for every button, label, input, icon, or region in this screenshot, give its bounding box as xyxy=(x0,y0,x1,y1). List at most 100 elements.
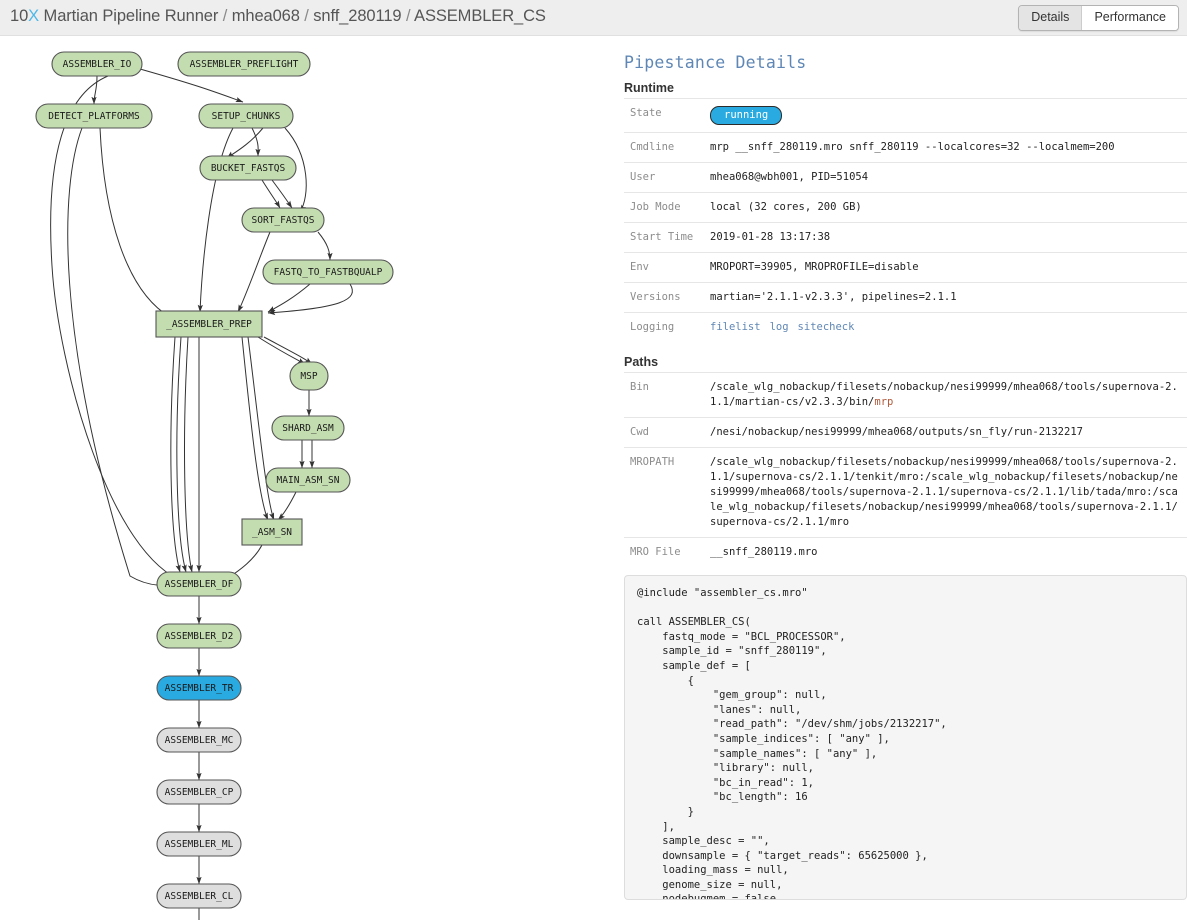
top-bar: 10X Martian Pipeline Runner / mhea068 / … xyxy=(0,0,1187,36)
graph-node-assembler_df[interactable]: ASSEMBLER_DF xyxy=(156,571,242,597)
brand-x: X xyxy=(28,7,40,25)
runtime-row-key: State xyxy=(630,107,662,119)
path-row-value: __snff_280119.mro xyxy=(710,546,818,558)
paths-table: Bin/scale_wlg_nobackup/filesets/nobackup… xyxy=(624,372,1187,567)
graph-edge xyxy=(271,179,293,209)
graph-node-shape[interactable] xyxy=(262,259,394,285)
graph-edge xyxy=(267,283,353,316)
graph-node-assembler_prep[interactable]: _ASSEMBLER_PREP xyxy=(155,310,263,338)
path-row-value: /scale_wlg_nobackup/filesets/nobackup/ne… xyxy=(710,456,1178,528)
graph-edge xyxy=(247,336,275,521)
breadcrumb-pipeline[interactable]: ASSEMBLER_CS xyxy=(414,7,546,25)
path-row-key: Bin xyxy=(630,381,649,393)
graph-edge xyxy=(267,283,311,313)
graph-node-assembler_cl[interactable]: ASSEMBLER_CL xyxy=(156,883,242,909)
graph-edge-layer xyxy=(50,68,353,920)
graph-node-assembler_mc[interactable]: ASSEMBLER_MC xyxy=(156,727,242,753)
graph-node-shape[interactable] xyxy=(156,623,242,649)
path-row-key: MROPATH xyxy=(630,456,675,468)
graph-node-shape[interactable] xyxy=(241,518,303,546)
runtime-row-key: User xyxy=(630,171,656,183)
graph-node-shape[interactable] xyxy=(199,155,297,181)
graph-edge xyxy=(263,336,313,365)
breadcrumb-user[interactable]: mhea068 xyxy=(231,7,300,25)
graph-node-shape[interactable] xyxy=(51,51,143,77)
graph-node-shape[interactable] xyxy=(289,361,329,391)
graph-node-shape[interactable] xyxy=(156,831,242,857)
graph-node-main_asm_sn[interactable]: MAIN_ASM_SN xyxy=(265,467,351,493)
graph-node-assembler_io[interactable]: ASSEMBLER_IO xyxy=(51,51,143,77)
runtime-row-value: MROPORT=39905, MROPROFILE=disable xyxy=(710,261,919,273)
graph-node-shape[interactable] xyxy=(156,883,242,909)
graph-node-shape[interactable] xyxy=(198,103,294,129)
graph-node-shape[interactable] xyxy=(156,727,242,753)
graph-node-assembler_preflight[interactable]: ASSEMBLER_PREFLIGHT xyxy=(177,51,311,77)
brand-product-name: Martian Pipeline Runner xyxy=(39,7,219,25)
graph-node-shape[interactable] xyxy=(265,467,351,493)
tab-details[interactable]: Details xyxy=(1019,6,1083,30)
runtime-row-value: local (32 cores, 200 GB) xyxy=(710,201,862,213)
graph-node-setup_chunks[interactable]: SETUP_CHUNKS xyxy=(198,103,294,129)
breadcrumb-sample[interactable]: snff_280119 xyxy=(313,7,402,25)
runtime-row: Cmdline mrp __snff_280119.mro snff_280119… xyxy=(624,132,1187,163)
pipeline-graph-svg[interactable]: ASSEMBLER_IO ASSEMBLER_PREFLIGHT DETECT_PL… xyxy=(0,36,612,920)
app-title-breadcrumb: 10X Martian Pipeline Runner / mhea068 / … xyxy=(10,7,546,26)
graph-node-msp[interactable]: MSP xyxy=(289,361,329,391)
paths-section-heading: Paths xyxy=(624,355,659,369)
graph-node-layer[interactable]: ASSEMBLER_IO ASSEMBLER_PREFLIGHT DETECT_PL… xyxy=(35,51,394,909)
graph-node-sort_fastqs[interactable]: SORT_FASTQS xyxy=(241,207,325,233)
logging-link-log[interactable]: log xyxy=(769,321,789,333)
path-highlight: mrp xyxy=(874,396,894,408)
graph-node-assembler_tr[interactable]: ASSEMBLER_TR xyxy=(156,675,242,701)
graph-node-assembler_cp[interactable]: ASSEMBLER_CP xyxy=(156,779,242,805)
graph-edge xyxy=(317,231,333,261)
graph-node-shard_asm[interactable]: SHARD_ASM xyxy=(271,415,345,441)
graph-edge xyxy=(197,127,234,313)
breadcrumb-sep-3: / xyxy=(401,7,415,25)
logging-link-filelist[interactable]: filelist xyxy=(710,321,761,333)
runtime-row-key: Start Time xyxy=(630,231,694,243)
mro-source-code-block: @include "assembler_cs.mro" call ASSEMBL… xyxy=(624,575,1187,900)
logging-link-sitecheck[interactable]: sitecheck xyxy=(797,321,855,333)
runtime-row-key: Cmdline xyxy=(630,141,675,153)
graph-node-shape[interactable] xyxy=(156,571,242,597)
breadcrumb-sep-1: / xyxy=(218,7,232,25)
graph-edge xyxy=(241,336,269,521)
graph-node-shape[interactable] xyxy=(156,779,242,805)
tab-performance[interactable]: Performance xyxy=(1082,6,1178,30)
graph-node-shape[interactable] xyxy=(35,103,153,129)
graph-node-shape[interactable] xyxy=(271,415,345,441)
runtime-row-key: Versions xyxy=(630,291,681,303)
graph-edge xyxy=(139,68,244,103)
pipeline-graph-pane[interactable]: ASSEMBLER_IO ASSEMBLER_PREFLIGHT DETECT_PL… xyxy=(0,36,612,920)
runtime-row-value: mrp __snff_280119.mro snff_280119 --loca… xyxy=(710,141,1115,153)
runtime-row-key: Env xyxy=(630,261,649,273)
graph-node-assembler_d2[interactable]: ASSEMBLER_D2 xyxy=(156,623,242,649)
graph-node-shape[interactable] xyxy=(155,310,263,338)
graph-node-detect_platforms[interactable]: DETECT_PLATFORMS xyxy=(35,103,153,129)
graph-node-asm_sn[interactable]: _ASM_SN xyxy=(241,518,303,546)
graph-node-assembler_ml[interactable]: ASSEMBLER_ML xyxy=(156,831,242,857)
graph-edge xyxy=(237,231,271,313)
graph-edge xyxy=(251,127,261,157)
page-title: Pipestance Details xyxy=(624,53,807,72)
graph-node-fastq_to_fastbqualp[interactable]: FASTQ_TO_FASTBQUALP xyxy=(262,259,394,285)
graph-node-shape[interactable] xyxy=(241,207,325,233)
graph-edge xyxy=(261,179,281,209)
path-row-key: Cwd xyxy=(630,426,649,438)
graph-node-bucket_fastqs[interactable]: BUCKET_FASTQS xyxy=(199,155,297,181)
graph-edge xyxy=(257,336,306,365)
runtime-row-key: Logging xyxy=(630,321,675,333)
graph-node-shape[interactable] xyxy=(156,675,242,701)
graph-node-shape[interactable] xyxy=(177,51,311,77)
brand-10: 10 xyxy=(10,7,29,25)
graph-edge xyxy=(284,127,307,213)
graph-edge xyxy=(277,491,297,521)
runtime-row: Logging filelist log sitecheck xyxy=(624,312,1187,343)
runtime-row-value: martian='2.1.1-v2.3.3', pipelines=2.1.1 xyxy=(710,291,957,303)
